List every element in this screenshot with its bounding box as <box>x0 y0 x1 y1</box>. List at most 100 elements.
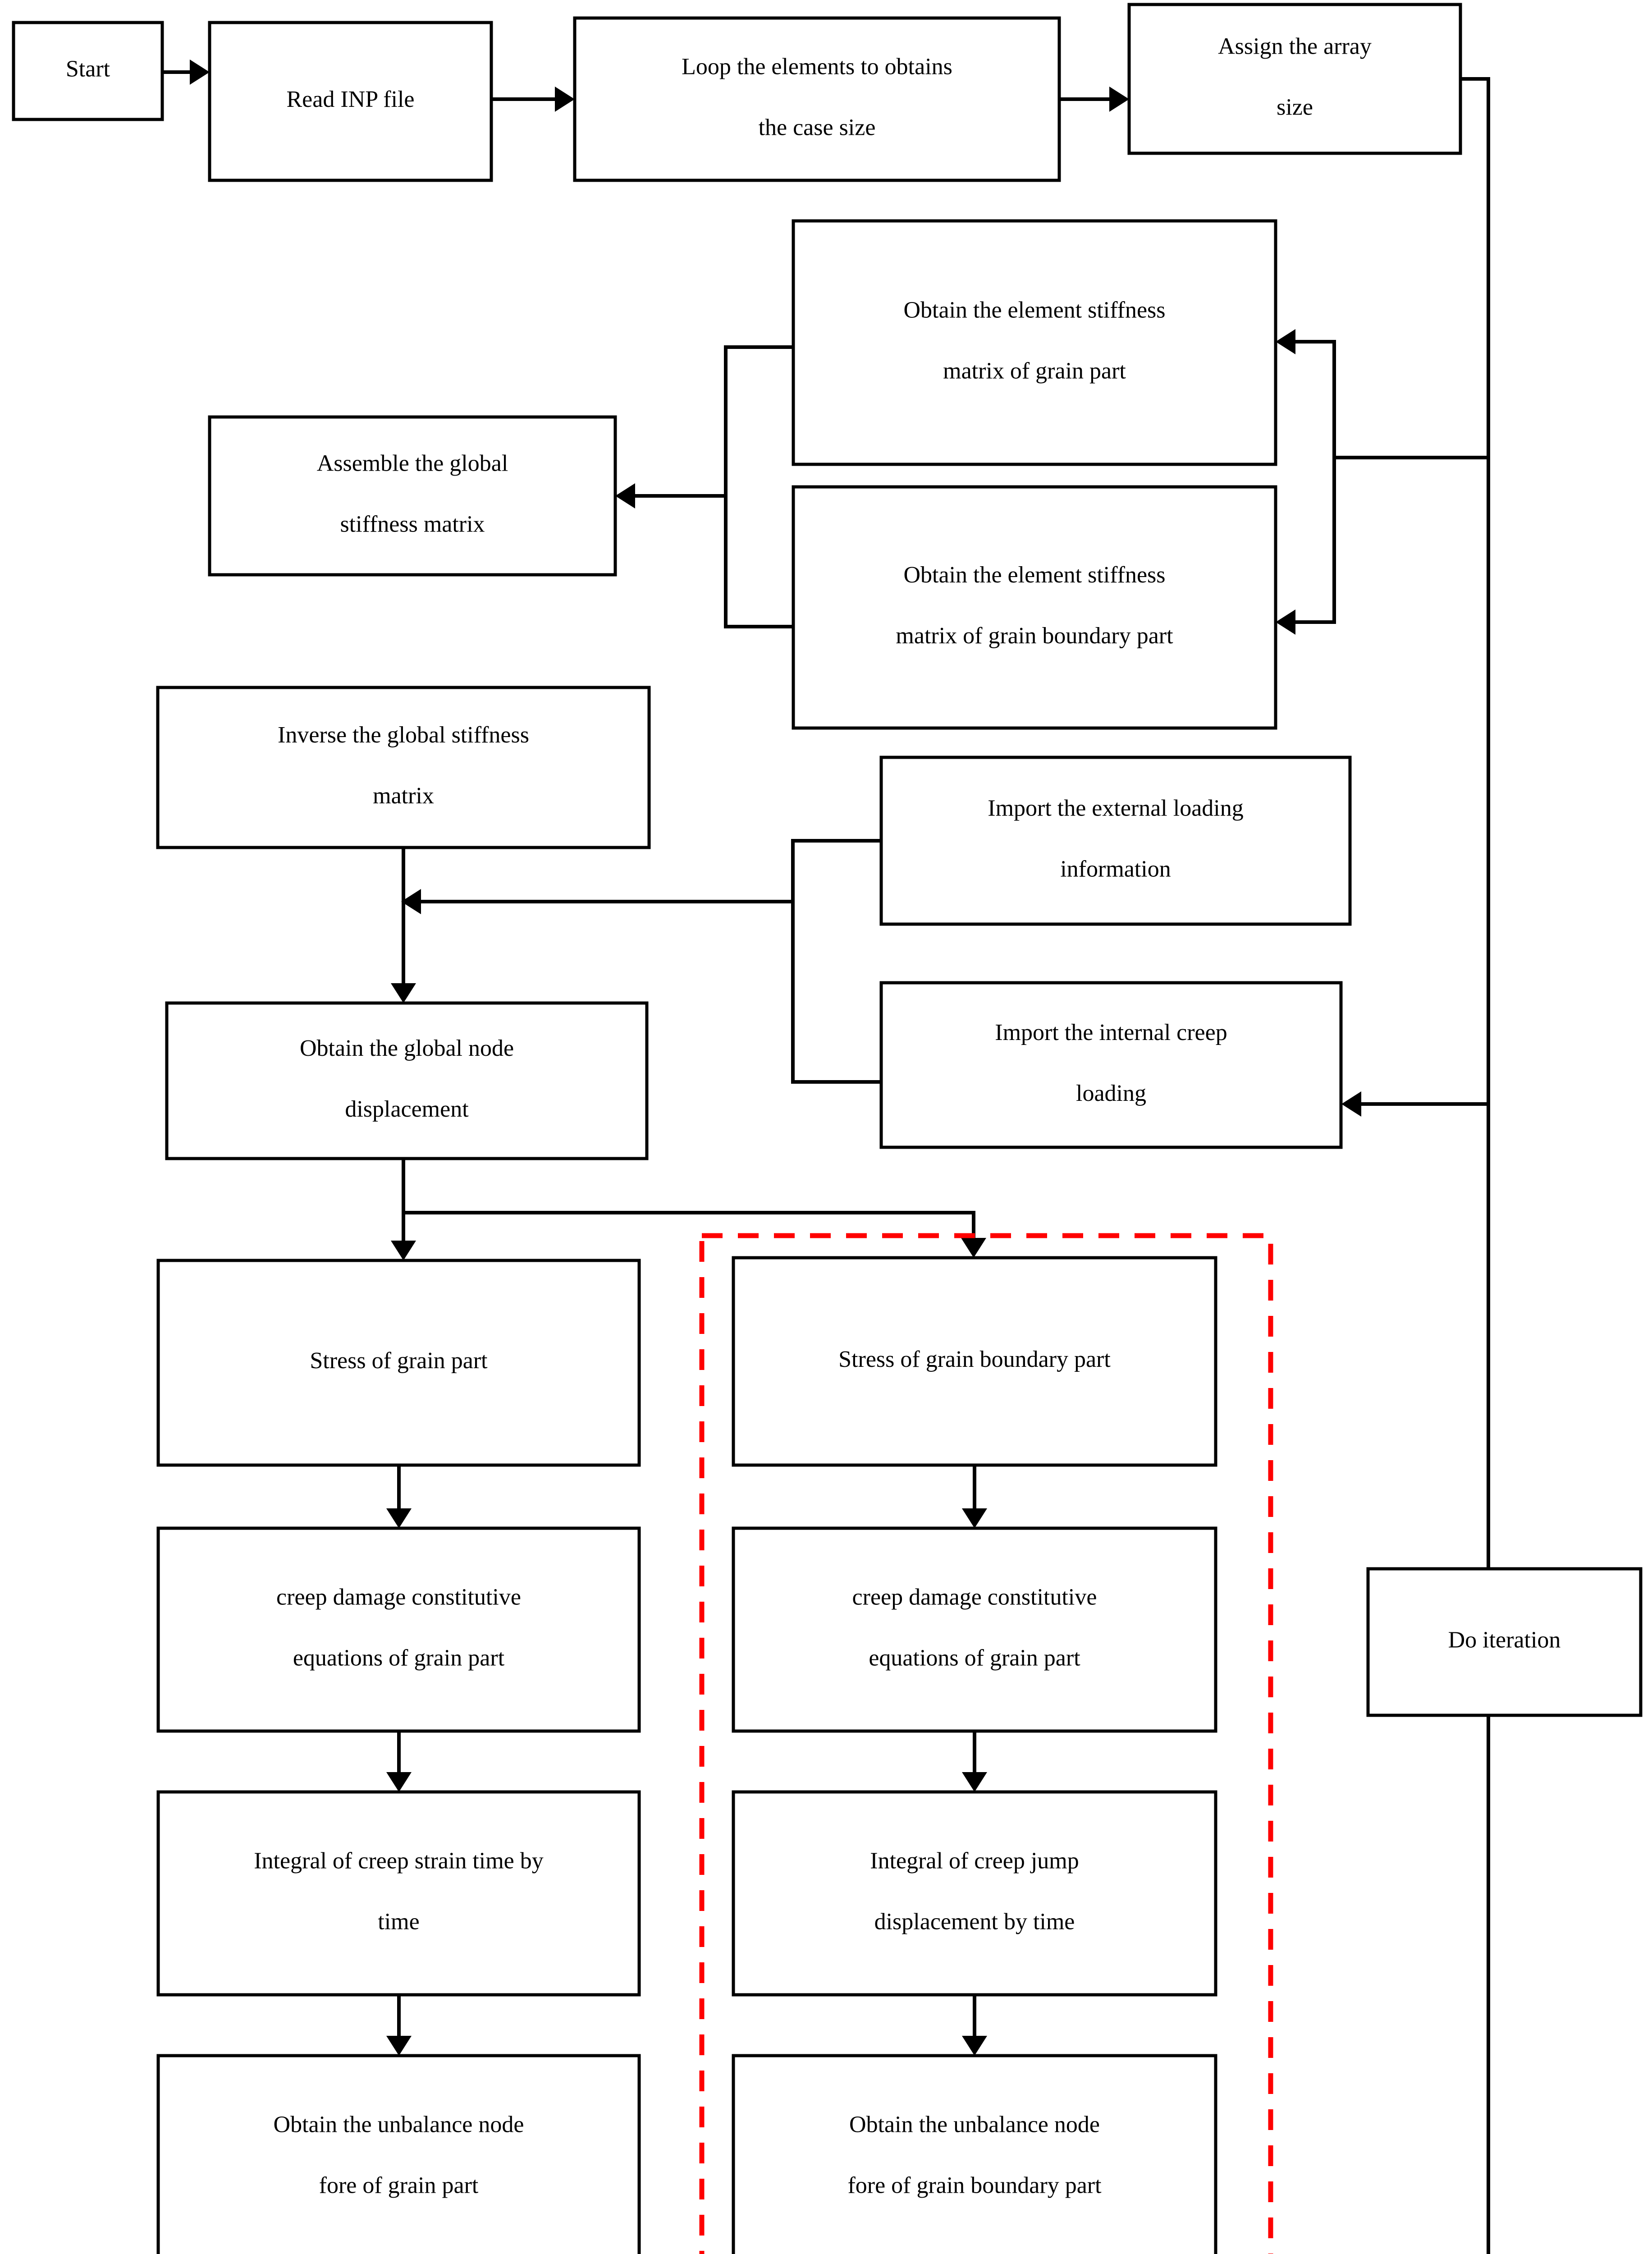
node-box-import_creep[interactable] <box>879 981 1343 1149</box>
node-box-global_node_disp[interactable] <box>165 1001 649 1160</box>
node-start[interactable]: Start <box>12 21 164 121</box>
node-label-unbalance_gb: fore of grain boundary part <box>847 2172 1102 2198</box>
node-read_inp[interactable]: Read INP file <box>208 21 493 182</box>
node-integral_jump[interactable]: Integral of creep jump displacement by ti… <box>732 1790 1217 1997</box>
node-stress_gb[interactable]: Stress of grain boundary part <box>732 1256 1217 1467</box>
node-box-inverse_global[interactable] <box>156 686 651 849</box>
node-box-stiff_gb[interactable] <box>792 485 1277 730</box>
node-label-start: Start <box>66 56 110 82</box>
connector-creqgb-to-integral <box>962 1729 987 1792</box>
node-label-stiff_grain: matrix of grain part <box>943 358 1126 384</box>
node-label-stress_gb: Stress of grain boundary part <box>838 1347 1111 1372</box>
node-label-creep_eq_grain: creep damage constitutive <box>276 1584 521 1610</box>
node-box-stiff_grain[interactable] <box>792 219 1277 466</box>
node-box-creep_eq_gb[interactable] <box>732 1526 1217 1733</box>
node-box-assign_array[interactable] <box>1127 3 1462 155</box>
arrow-head-icon <box>962 1508 987 1528</box>
connector-split-to-stiff-gb <box>1276 456 1336 635</box>
node-box-creep_eq_grain[interactable] <box>156 1526 641 1733</box>
node-label-integral_strain: time <box>378 1909 419 1934</box>
connector-trunk-to-creep <box>1341 1091 1490 1117</box>
arrow-head-icon <box>1341 1091 1361 1117</box>
node-label-integral_jump: displacement by time <box>874 1909 1075 1934</box>
connector-trunk-to-stiff-split <box>1276 329 1490 459</box>
node-label-assign_array: Assign the array <box>1218 33 1372 59</box>
node-box-loop_elements[interactable] <box>573 16 1061 182</box>
node-label-unbalance_grain: Obtain the unbalance node <box>274 2112 524 2137</box>
connector-layer <box>160 60 1490 2254</box>
arrow-head-icon <box>391 983 416 1003</box>
node-label-global_node_disp: displacement <box>345 1096 469 1122</box>
node-box-start[interactable] <box>12 21 164 121</box>
node-label-global_node_disp: Obtain the global node <box>300 1035 514 1061</box>
connector-disp-to-stress-gb <box>961 1211 986 1258</box>
connector-read-to-loop <box>490 87 575 112</box>
connector-line <box>791 839 883 1084</box>
node-label-import_creep: Import the internal creep <box>995 1020 1227 1045</box>
node-label-import_creep: loading <box>1076 1081 1146 1106</box>
node-box-unbalance_gb[interactable] <box>732 2054 1217 2254</box>
connector-stiff-merge-to-assem <box>615 345 795 509</box>
node-stiff_grain[interactable]: Obtain the element stiffness matrix of gr… <box>792 219 1277 466</box>
node-label-creep_eq_gb: equations of grain part <box>869 1645 1080 1671</box>
connector-line <box>620 345 795 498</box>
arrow-head-icon <box>401 889 421 914</box>
connector-line <box>1281 340 1490 459</box>
node-box-read_inp[interactable] <box>208 21 493 182</box>
node-box-integral_strain[interactable] <box>156 1790 641 1997</box>
connector-intgb-to-unbalance <box>962 1993 987 2056</box>
node-import_creep[interactable]: Import the internal creep loading <box>879 981 1343 1149</box>
node-box-do_iteration[interactable] <box>1366 1567 1643 1717</box>
node-label-do_iteration: Do iteration <box>1448 1627 1561 1653</box>
connector-creq-to-integral <box>386 1729 412 1792</box>
node-label-stiff_grain: Obtain the element stiffness <box>903 297 1165 323</box>
node-label-unbalance_grain: fore of grain part <box>319 2172 479 2198</box>
node-box-stress_grain[interactable] <box>156 1259 641 1467</box>
arrow-head-icon <box>1276 609 1295 635</box>
node-label-creep_eq_gb: creep damage constitutive <box>852 1584 1097 1610</box>
arrow-head-icon <box>391 1241 416 1260</box>
node-global_node_disp[interactable]: Obtain the global node displacement <box>165 1001 649 1160</box>
node-box-assemble_global[interactable] <box>208 415 617 577</box>
node-box-import_external[interactable] <box>879 756 1352 926</box>
node-label-stress_grain: Stress of grain part <box>310 1348 488 1374</box>
connector-line <box>1459 77 1490 2254</box>
connector-sgb-to-creep-eq <box>962 1463 987 1528</box>
node-label-unbalance_gb: Obtain the unbalance node <box>849 2112 1100 2137</box>
node-label-import_external: Import the external loading <box>988 795 1243 821</box>
node-box-integral_jump[interactable] <box>732 1790 1217 1997</box>
connector-loop-to-assign <box>1057 87 1129 112</box>
connector-line <box>1281 456 1336 624</box>
arrow-head-icon <box>190 60 210 85</box>
arrow-head-icon <box>386 2036 412 2056</box>
node-creep_eq_gb[interactable]: creep damage constitutive equations of gr… <box>732 1526 1217 1733</box>
node-unbalance_grain[interactable]: Obtain the unbalance node fore of grain p… <box>156 2054 641 2254</box>
arrow-head-icon <box>386 1772 412 1792</box>
connector-sg-to-creep-eq <box>386 1463 412 1528</box>
connector-disp-to-stress-grain <box>391 1211 416 1260</box>
node-box-unbalance_grain[interactable] <box>156 2054 641 2254</box>
arrow-head-icon <box>615 483 635 509</box>
node-label-loop_elements: Loop the elements to obtains <box>682 54 952 79</box>
node-label-integral_jump: Integral of creep jump <box>870 1848 1079 1874</box>
node-do_iteration[interactable]: Do iteration <box>1366 1567 1643 1717</box>
arrow-head-icon <box>1109 87 1129 112</box>
node-label-read_inp: Read INP file <box>287 87 415 112</box>
node-label-assemble_global: stiffness matrix <box>340 511 485 537</box>
node-stress_grain[interactable]: Stress of grain part <box>156 1259 641 1467</box>
node-unbalance_gb[interactable]: Obtain the unbalance node fore of grain b… <box>732 2054 1217 2254</box>
node-box-stress_gb[interactable] <box>732 1256 1217 1467</box>
connector-imports-to-inverse <box>401 889 795 914</box>
arrow-head-icon <box>961 1238 986 1258</box>
highlight-region-layer <box>699 1233 1273 2254</box>
connector-line <box>724 494 795 628</box>
